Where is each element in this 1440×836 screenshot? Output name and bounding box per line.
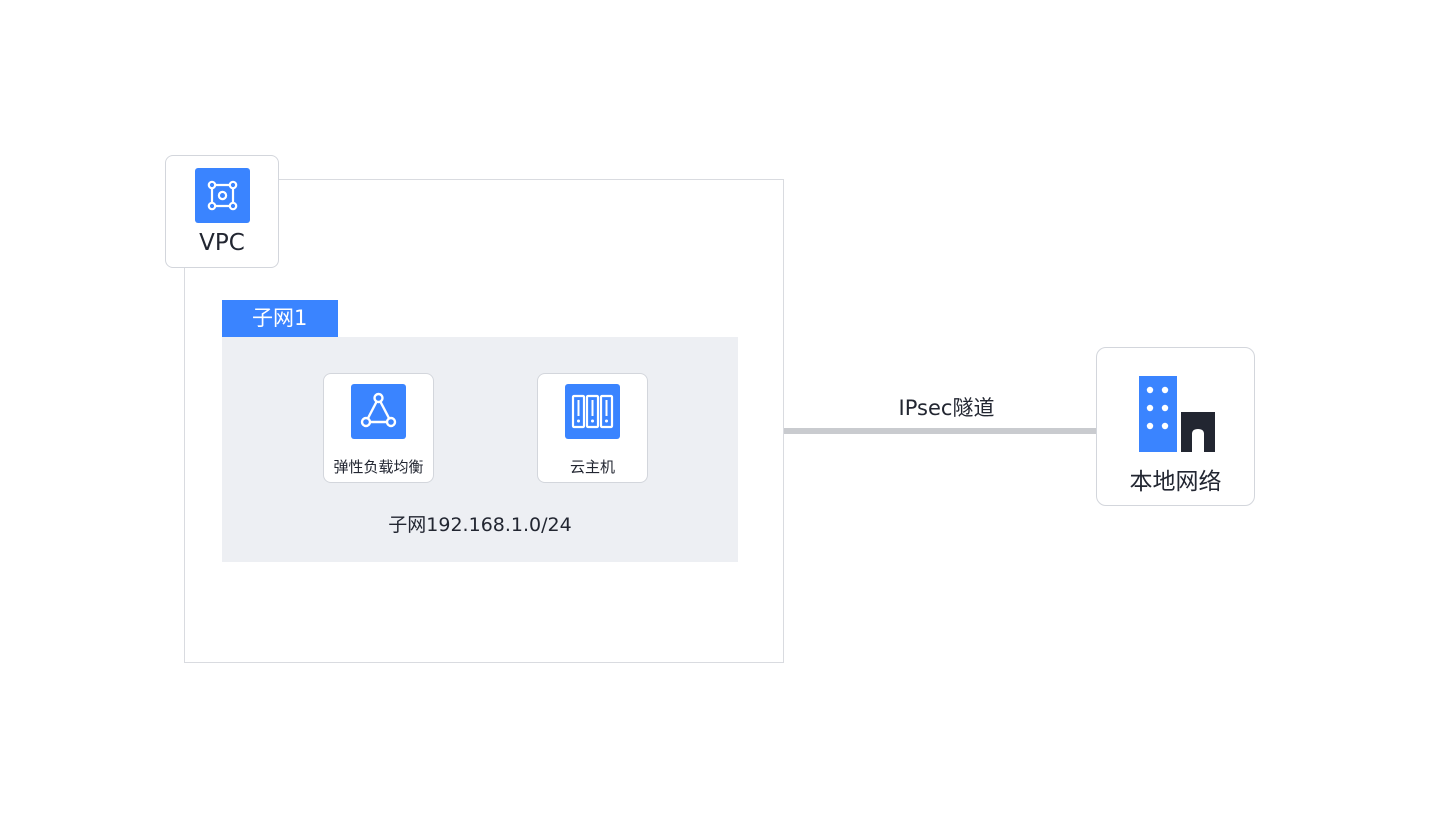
server-node: 云主机 (537, 373, 648, 483)
building-icon (1139, 376, 1215, 452)
onprem-label: 本地网络 (1129, 469, 1222, 495)
load-balancer-icon (351, 384, 406, 439)
load-balancer-label: 弹性负载均衡 (333, 458, 424, 476)
subnet-panel (222, 337, 738, 562)
tunnel-label: IPsec隧道 (898, 396, 995, 420)
subnet-cidr-label: 子网192.168.1.0/24 (388, 514, 572, 536)
load-balancer-node: 弹性负载均衡 (323, 373, 434, 483)
onprem-node: 本地网络 (1096, 347, 1255, 506)
tunnel-line (784, 428, 1096, 434)
server-label: 云主机 (569, 458, 615, 476)
vpc-icon (195, 168, 250, 223)
subnet-tab: 子网1 (222, 300, 338, 337)
server-icon (565, 384, 620, 439)
vpc-label: VPC (199, 230, 245, 256)
vpc-badge: VPC (165, 155, 279, 268)
